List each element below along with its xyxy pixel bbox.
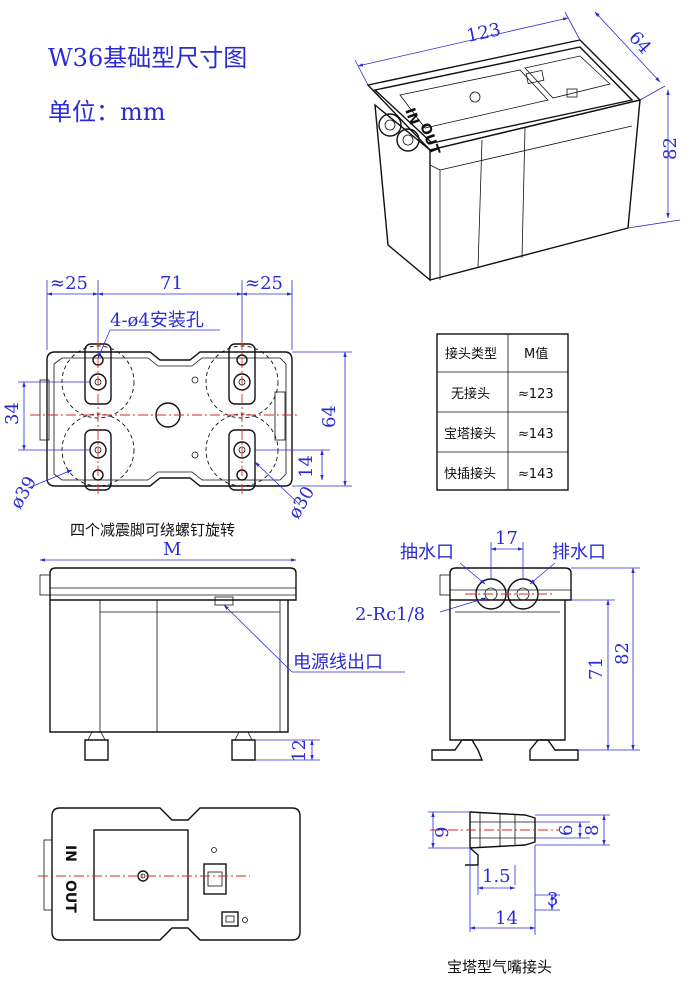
top-view: ≈25 71 ≈25 4-ø4安装孔 34 64 14 ø39 ø30 四个减震… — [2, 273, 352, 539]
top-dim-64: 64 — [319, 405, 340, 428]
side-view: 17 抽水口 排水口 2-Rc1/8 71 82 — [355, 528, 640, 761]
front-view: M 12 电源线出口 — [39, 539, 405, 762]
perspective-dim-width: 64 — [624, 27, 655, 58]
table-row-value: ≈143 — [518, 427, 554, 442]
unit-label: 单位：mm — [48, 98, 166, 126]
perspective-in-label: IN — [401, 106, 422, 127]
perspective-dim-length: 123 — [465, 19, 503, 47]
top-view-caption: 四个减震脚可绕螺钉旋转 — [70, 521, 235, 539]
top-dim-34: 34 — [2, 402, 23, 425]
nozzle-caption: 宝塔型气嘴接头 — [447, 958, 552, 976]
front-dim-12: 12 — [289, 739, 310, 762]
front-dim-m: M — [163, 539, 181, 560]
top-dim-left: ≈25 — [50, 273, 88, 294]
table-header-m: M值 — [524, 346, 548, 362]
suction-label: 抽水口 — [400, 542, 454, 563]
discharge-label: 排水口 — [552, 542, 606, 563]
bottom-in-label: IN — [62, 845, 78, 862]
nozzle-dim-3: 3 — [547, 889, 558, 910]
side-dim-17: 17 — [495, 528, 518, 549]
nozzle-dim-9: 9 — [432, 827, 453, 838]
side-dim-82: 82 — [612, 642, 633, 665]
bottom-out-label: OUT — [62, 880, 78, 913]
table-header-type: 接头类型 — [445, 346, 497, 362]
table-row-value: ≈143 — [518, 467, 554, 482]
nozzle-dim-6: 6 — [556, 825, 577, 836]
nozzle-dim-8: 8 — [582, 825, 603, 836]
top-dim-dia39: ø39 — [6, 473, 41, 513]
perspective-dim-height: 82 — [660, 137, 681, 160]
table-row-type: 快插接头 — [444, 466, 496, 482]
perspective-view: IN OUT 123 64 82 — [354, 11, 681, 282]
thread-label: 2-Rc1/8 — [355, 604, 425, 625]
table-row-type: 无接头 — [451, 386, 490, 402]
top-dim-middle: 71 — [160, 273, 183, 294]
table-row-value: ≈123 — [518, 387, 554, 402]
nozzle-dim-1-5: 1.5 — [482, 866, 511, 887]
connector-table: 接头类型 M值 无接头 ≈123 宝塔接头 ≈143 快插接头 ≈143 — [436, 333, 569, 491]
drawing-title: W36基础型尺寸图 — [48, 44, 247, 72]
top-dim-dia30: ø30 — [284, 483, 319, 523]
top-dim-14: 14 — [296, 455, 317, 478]
power-outlet-label: 电源线出口 — [293, 652, 383, 673]
table-row-type: 宝塔接头 — [444, 426, 496, 442]
top-dim-right: ≈25 — [245, 273, 283, 294]
side-dim-71: 71 — [586, 657, 607, 680]
nozzle-dim-14: 14 — [495, 908, 518, 929]
bottom-view: IN OUT — [38, 807, 301, 941]
mount-hole-label: 4-ø4安装孔 — [110, 310, 204, 331]
hose-barb-nozzle: 9 6 8 1.5 3 14 宝塔型气嘴接头 — [428, 811, 610, 976]
